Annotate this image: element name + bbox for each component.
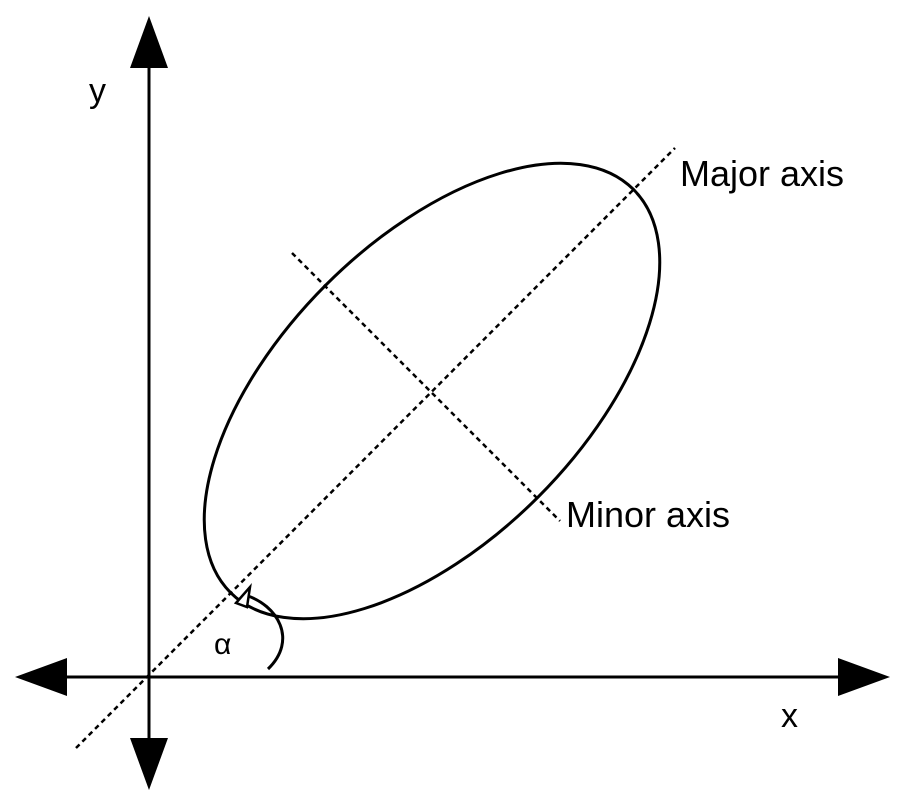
angle-arrowhead [233, 582, 252, 609]
x-axis-right-arrowhead [838, 658, 890, 696]
x-axis [15, 658, 890, 696]
rotated-ellipse [202, 161, 662, 621]
x-axis-label: x [781, 697, 798, 735]
angle-label: α [214, 628, 231, 661]
minor-axis-label: Minor axis [566, 494, 730, 535]
major-axis-line [75, 147, 676, 749]
y-axis [130, 16, 168, 790]
y-axis-label: y [89, 72, 106, 110]
x-axis-left-arrowhead [15, 658, 67, 696]
minor-axis-line [291, 252, 561, 522]
angle-arc [244, 593, 285, 671]
y-axis-top-arrowhead [130, 16, 168, 68]
y-axis-bottom-arrowhead [130, 738, 168, 790]
major-axis-label: Major axis [680, 153, 844, 194]
